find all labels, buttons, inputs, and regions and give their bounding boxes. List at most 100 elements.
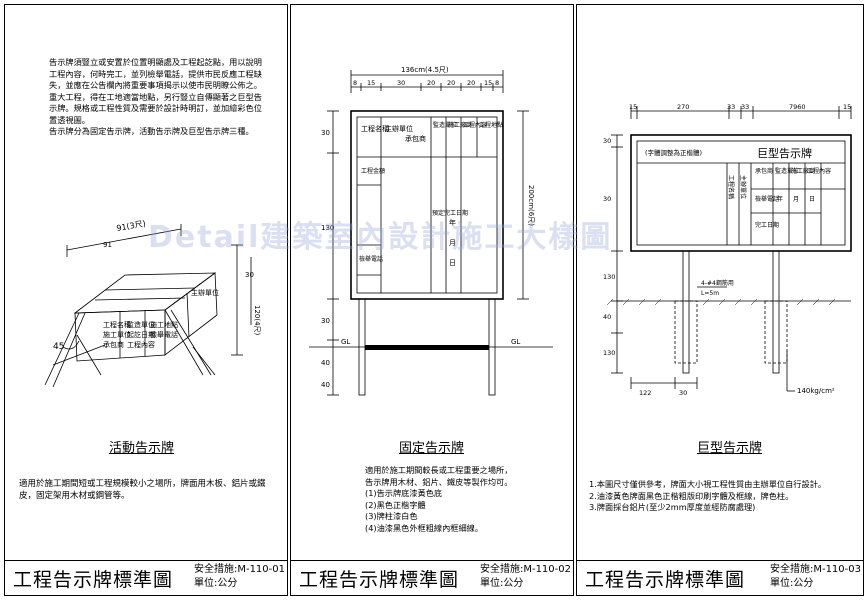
- drawing-code: 安全措施:M-110-03: [769, 564, 861, 575]
- top-dim: 20: [467, 79, 475, 87]
- intro-paragraph: 告示牌須豎立或安置於位置明顯處及工程起訖點，用以說明工程內容，何時完工，並列檢舉…: [49, 57, 262, 90]
- fixed-sign-drawing: 136cm(4.5尺) 8 15 30 20 20 20 15 8 30 130…: [309, 66, 553, 396]
- caption-portable-sign: 活動告示牌: [109, 441, 175, 456]
- note-line: (3)牌柱漆白色: [365, 511, 418, 521]
- board-header: 主辦單位: [385, 124, 413, 133]
- ground-label: GL: [511, 338, 520, 346]
- board-small-label: (字體調整為正楷體): [645, 148, 702, 157]
- left-dim: 130: [321, 224, 334, 232]
- title-block: 工程告示牌標準圖 安全措施:M-110-03 單位:公分: [577, 560, 863, 595]
- board-row: 承包商: [755, 167, 773, 175]
- portable-sign-drawing: 91(3尺) 91 30 120(4尺) 45 工程名稱 施工單位 承包商 監造…: [44, 219, 261, 388]
- board-row: 監造單位: [775, 167, 799, 175]
- ground-hatch: [365, 345, 489, 350]
- portable-sign-description: 適用於施工期間短或工程規模較小之場所，牌面用木板、鋁片或鐵皮，固定架用木材或鋼管…: [19, 479, 266, 501]
- board-row: 主辦單位: [739, 175, 747, 199]
- top-dim: 270: [677, 103, 689, 111]
- large-sign-notes: 1.本圖尺寸僅供參考，牌面大小視工程性質由主辦單位自行設計。 2.油漆黃色牌面黑…: [589, 479, 861, 514]
- left-dim: 30: [603, 137, 611, 145]
- board-label: 施工地點: [150, 320, 178, 329]
- ground-label: GL: [341, 338, 350, 346]
- top-dim: 7960: [789, 103, 806, 111]
- board-row: 工程內容: [807, 167, 831, 175]
- intro-paragraph: 告示牌分為固定告示牌，活動告示牌及巨型告示牌三種。: [49, 126, 254, 136]
- caption-large-sign: 巨型告示牌: [697, 441, 763, 456]
- large-sign-drawing: 15 270 33 33 7960 15 30 30 130 40 130 (字…: [603, 103, 852, 397]
- board-label: 工程名稱: [103, 320, 131, 329]
- intro-paragraph: 重大工程，得在工地適當地點，另行豎立自傳顯著之巨型告示牌。規格或工程性質及需要於…: [49, 91, 262, 125]
- title-block-title: 工程告示牌標準圖: [299, 569, 460, 591]
- top-dim: 8: [495, 79, 499, 87]
- pole-dim: 40: [321, 381, 330, 389]
- bottom-dim: 122: [639, 389, 651, 397]
- height-label: 200cm(6尺): [527, 185, 535, 226]
- board-label: 監造單位: [127, 320, 155, 329]
- note-line: 2.油漆黃色牌面黑色正楷粗版印刷字體及框線，牌色柱。: [589, 490, 794, 501]
- board-label: 檢舉電話: [150, 330, 178, 339]
- board-cell: 檢舉電話: [755, 195, 779, 203]
- top-dim: 8: [353, 79, 357, 87]
- top-dim: 20: [447, 79, 455, 87]
- board-cell: 月: [449, 239, 456, 247]
- top-dim: 30: [397, 79, 405, 87]
- drawing-code: 安全措施:M-110-01: [193, 564, 285, 575]
- unit-label: 單位:公分: [193, 578, 238, 589]
- left-dim: 130: [603, 273, 615, 281]
- top-dim: 15: [629, 103, 637, 111]
- rebar-length: L=5m: [701, 290, 719, 297]
- bottom-dim: 30: [679, 389, 687, 397]
- unit-label: 單位:公分: [769, 578, 814, 589]
- title-block-code: 安全措施:M-110-03 單位:公分: [770, 563, 861, 591]
- note-line: 3.牌面採台鋁片(至少2mm厚度並經防腐處理): [589, 502, 756, 512]
- board-cell: 年: [777, 195, 783, 203]
- note-line: 適用於施工期間較長或工程重要之場所，: [365, 465, 513, 475]
- left-dim: 30: [603, 195, 611, 203]
- board-header: 工程地點: [479, 121, 503, 129]
- intro-text: 告示牌須豎立或安置於位置明顯處及工程起訖點，用以說明工程內容，何時完工，並列檢舉…: [49, 57, 269, 138]
- board-header: 工程名稱: [361, 124, 389, 133]
- board-cell: 月: [793, 196, 799, 203]
- board-title: 巨型告示牌: [757, 146, 812, 160]
- unit-label: 單位:公分: [479, 578, 524, 589]
- left-dim: 40: [603, 313, 611, 321]
- panel-large-sign: 15 270 33 33 7960 15 30 30 130 40 130 (字…: [576, 4, 864, 596]
- board-cell: 檢舉電話: [359, 255, 383, 263]
- left-dim: 30: [321, 129, 330, 137]
- board-cell: 預定完工日期: [432, 209, 468, 217]
- board-label: 施工單位: [103, 330, 131, 339]
- dim-height-label: 120(4尺): [253, 305, 261, 336]
- drawing-code: 安全措施:M-110-02: [479, 564, 571, 575]
- board-header: 工程內容: [463, 121, 487, 129]
- top-dim: 33: [741, 103, 749, 111]
- title-block-title: 工程告示牌標準圖: [13, 569, 174, 591]
- dim-angle-label: 45: [53, 342, 64, 352]
- board-cell: 年: [449, 218, 456, 227]
- note-line: 告示牌用木材、鋁片、鐵皮等製作均可。: [365, 476, 513, 487]
- note-line: (1)告示牌底漆黃色底: [365, 488, 443, 498]
- board-header: 監造單位: [433, 121, 457, 129]
- board-cell: 完工日期: [755, 221, 779, 229]
- top-dim: 15: [367, 79, 375, 87]
- board-row: 工程名稱: [727, 175, 735, 199]
- note-line: 1.本圖尺寸僅供參考，牌面大小視工程性質由主辦單位自行設計。: [589, 479, 827, 489]
- top-dim: 20: [427, 79, 435, 87]
- panel-fixed-sign: 136cm(4.5尺) 8 15 30 20 20 20 15 8 30 130…: [290, 4, 574, 596]
- title-block-title: 工程告示牌標準圖: [585, 569, 746, 591]
- board-label: 工程內容: [127, 340, 155, 349]
- dim-side-label: 30: [245, 271, 254, 279]
- concrete-strength: 140kg/cm²: [797, 387, 835, 395]
- dim-top-label: 91: [103, 241, 112, 249]
- top-dim: 15: [484, 79, 492, 87]
- title-block: 工程告示牌標準圖 安全措施:M-110-01 單位:公分: [5, 560, 287, 595]
- rebar-note: 4-#4鋼筋用: [701, 279, 734, 287]
- top-dim: 33: [727, 103, 735, 111]
- title-block: 工程告示牌標準圖 安全措施:M-110-02 單位:公分: [291, 560, 573, 595]
- caption-fixed-sign: 固定告示牌: [399, 441, 465, 456]
- width-label: 136cm(4.5尺): [401, 66, 449, 74]
- title-block-code: 安全措施:M-110-01 單位:公分: [194, 563, 285, 591]
- board-header: 工程金額: [361, 167, 385, 175]
- board-row: 施工廠商: [791, 167, 815, 175]
- note-line: (4)油漆黑色外框粗線內框細線。: [365, 522, 484, 533]
- board-label: 承包商: [103, 340, 124, 349]
